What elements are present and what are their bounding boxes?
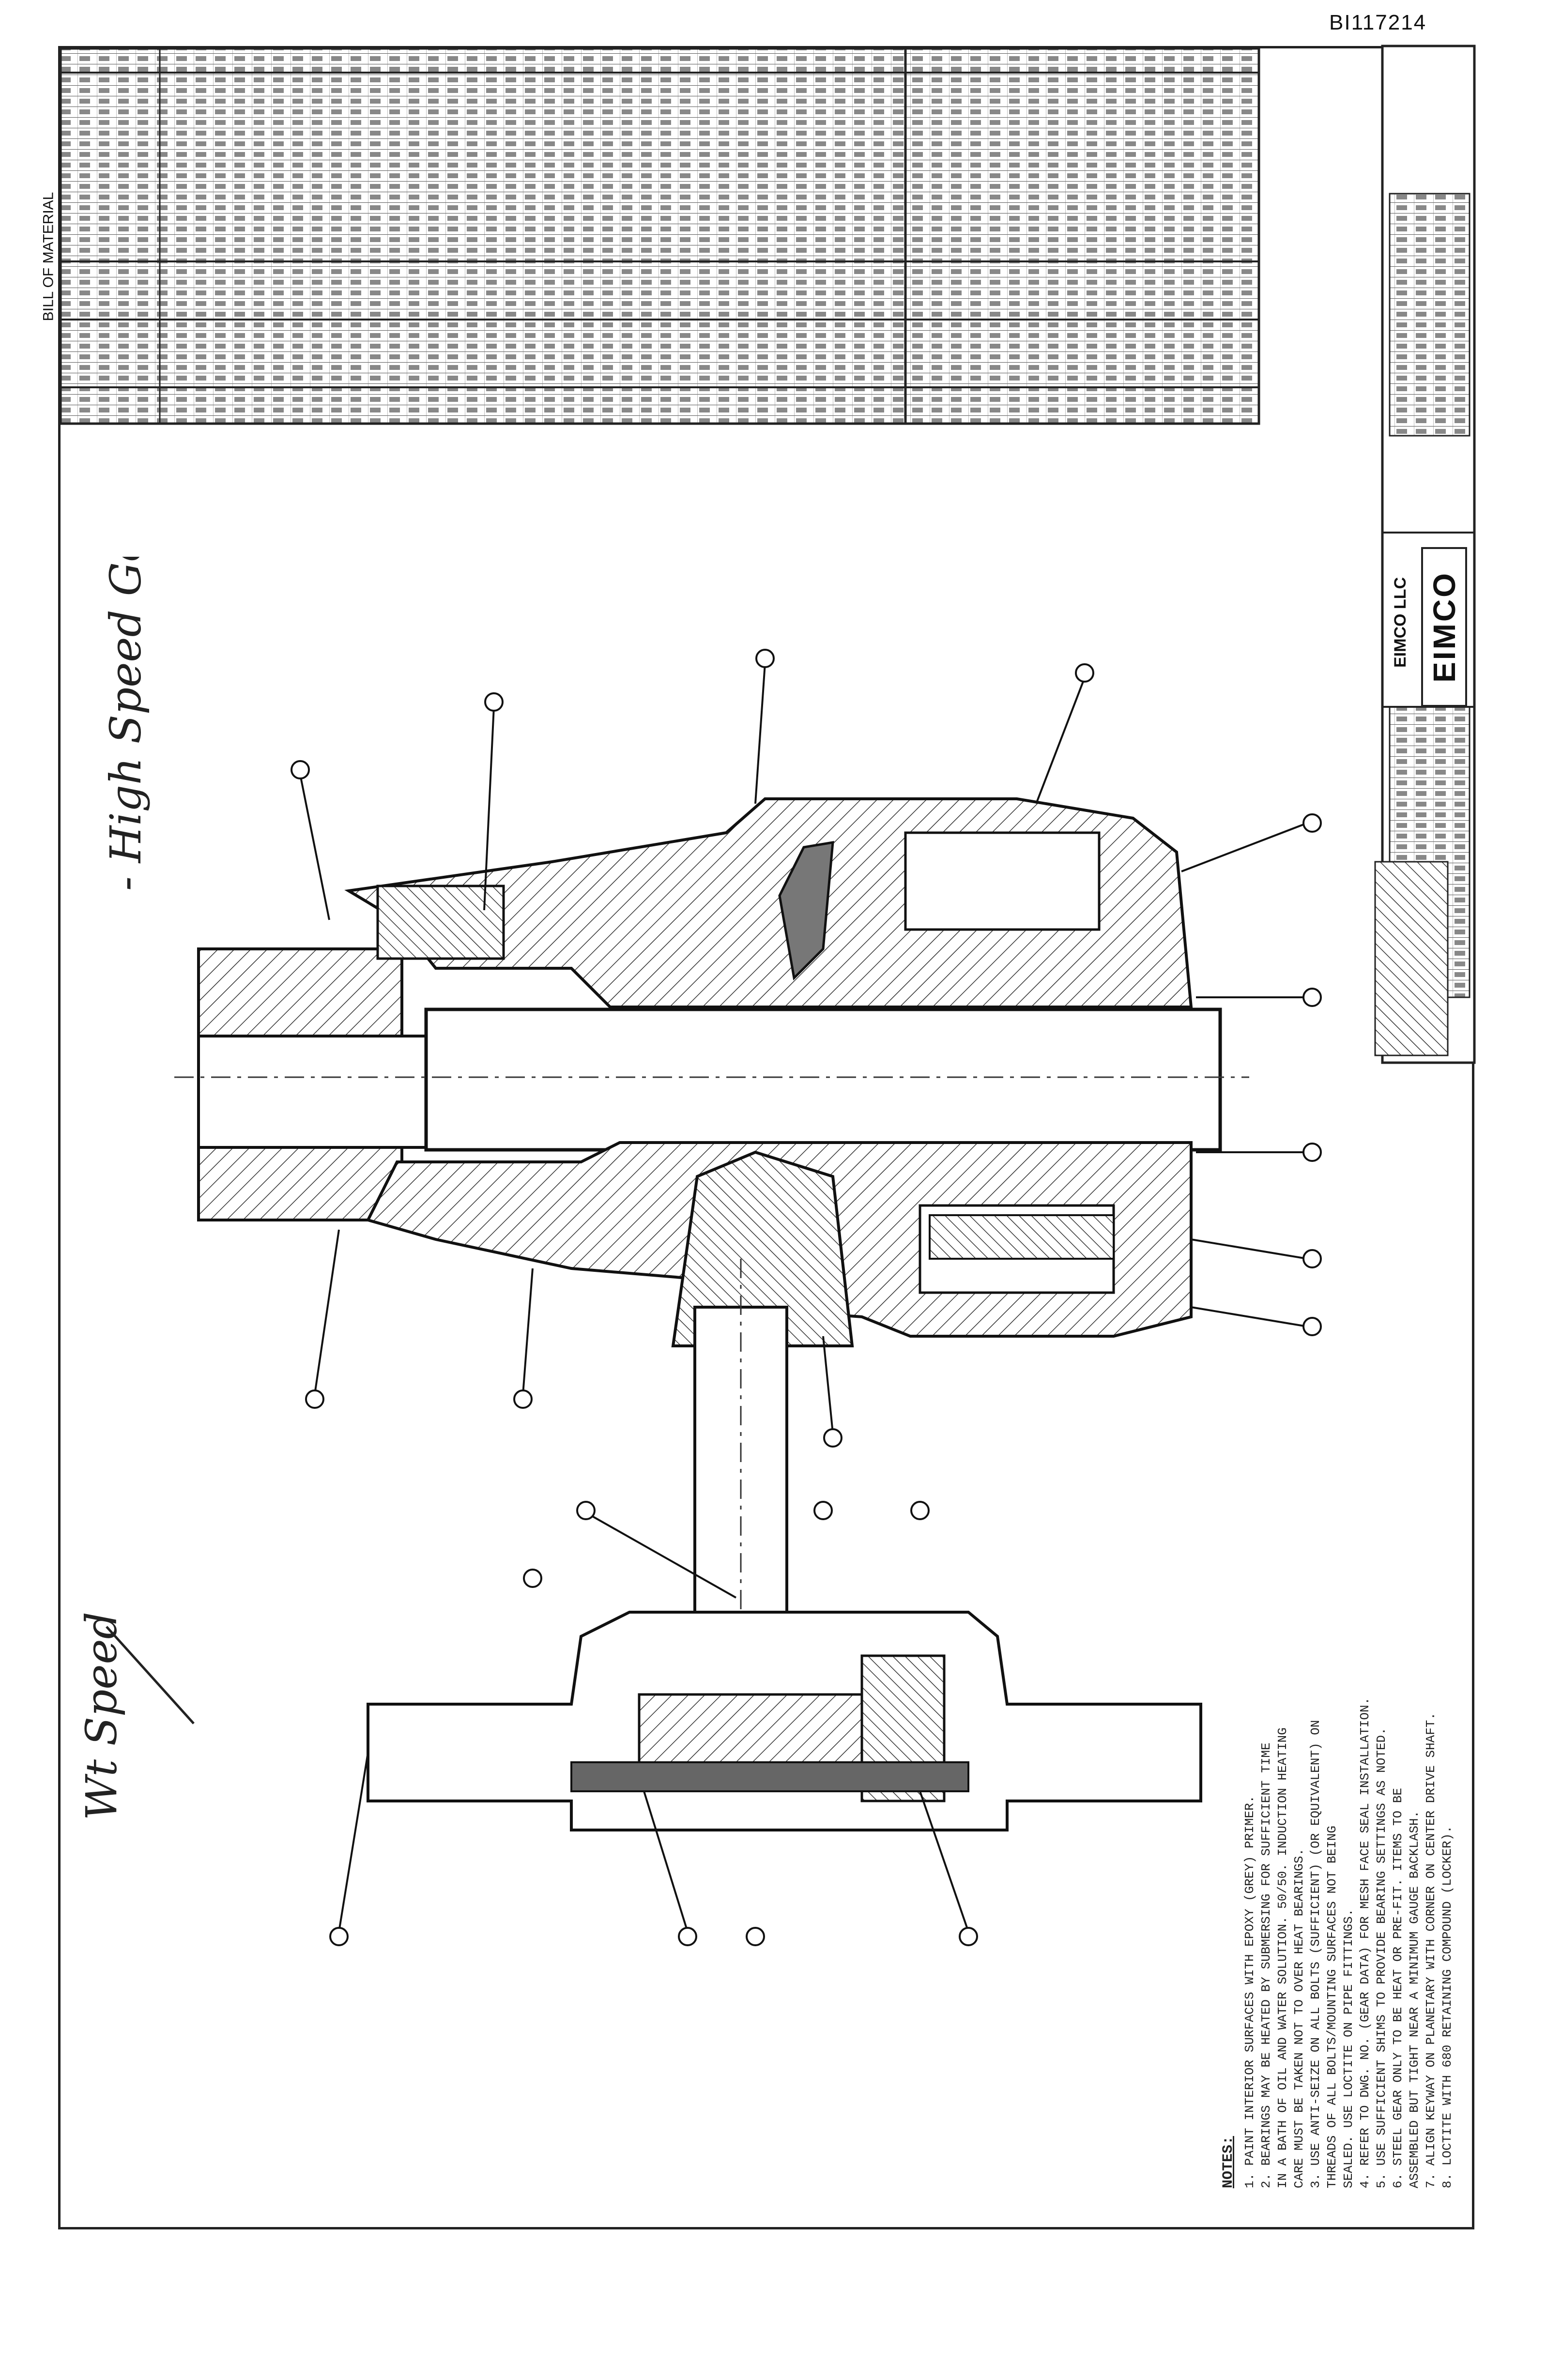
company-logo: EIMCO <box>1421 547 1467 707</box>
note-line: IN A BATH OF OIL AND WATER SOLUTION. 50/… <box>1275 1727 1290 2188</box>
note-line: SEALED. USE LOCTITE ON PIPE FITTINGS. <box>1341 1908 1356 2188</box>
title-block <box>1374 45 1476 1064</box>
note-line: 5. USE SUFFICIENT SHIMS TO PROVIDE BEARI… <box>1374 1727 1389 2188</box>
note-line: 7. ALIGN KEYWAY ON PLANETARY WITH CORNER… <box>1424 1712 1438 2188</box>
note-line: 8. LOCTITE WITH 680 RETAINING COMPOUND (… <box>1440 1826 1455 2188</box>
note-line: 4. REFER TO DWG. NO. (GEAR DATA) FOR MES… <box>1358 1697 1372 2188</box>
handwritten-note-high-speed: - High Speed Gear Parts <box>101 557 151 891</box>
note-line: 3. USE ANTI-SEIZE ON ALL BOLTS (SUFFICIE… <box>1308 1720 1323 2188</box>
notes-block: NOTES: 1. PAINT INTERIOR SURFACES WITH E… <box>1220 1535 1455 2188</box>
note-line: CARE MUST BE TAKEN NOT TO OVER HEAT BEAR… <box>1292 1848 1306 2188</box>
svg-text:- High Speed Gear Parts: - High Speed Gear Parts <box>101 557 151 891</box>
planetary-housing <box>367 1611 1202 1831</box>
svg-text:Wt Speed: Wt Speed <box>77 1612 126 1820</box>
handwritten-note-speed: Wt Speed <box>77 1612 195 1820</box>
bill-of-material-table <box>59 47 1260 425</box>
notes-heading: NOTES: <box>1220 2136 1237 2188</box>
document-number: BI117214 <box>1329 11 1427 34</box>
note-line: 6. STEEL GEAR ONLY TO BE HEAT OR PRE-FIT… <box>1391 1788 1405 2188</box>
item-callouts <box>291 649 1322 1946</box>
company-name: EIMCO LLC <box>1391 577 1409 668</box>
note-line: 2. BEARINGS MAY BE HEATED BY SUBMERSING … <box>1259 1742 1273 2188</box>
gearbox-assembly <box>174 797 1249 1791</box>
note-line: 1. PAINT INTERIOR SURFACES WITH EPOXY (G… <box>1242 1795 1257 2188</box>
note-line: THREADS OF ALL BOLTS/MOUNTING SURFACES N… <box>1325 1826 1339 2188</box>
bom-title: BILL OF MATERIAL <box>40 192 57 321</box>
note-line: ASSEMBLED BUT TIGHT NEAR A MINIMUM GAUGE… <box>1407 1810 1422 2188</box>
